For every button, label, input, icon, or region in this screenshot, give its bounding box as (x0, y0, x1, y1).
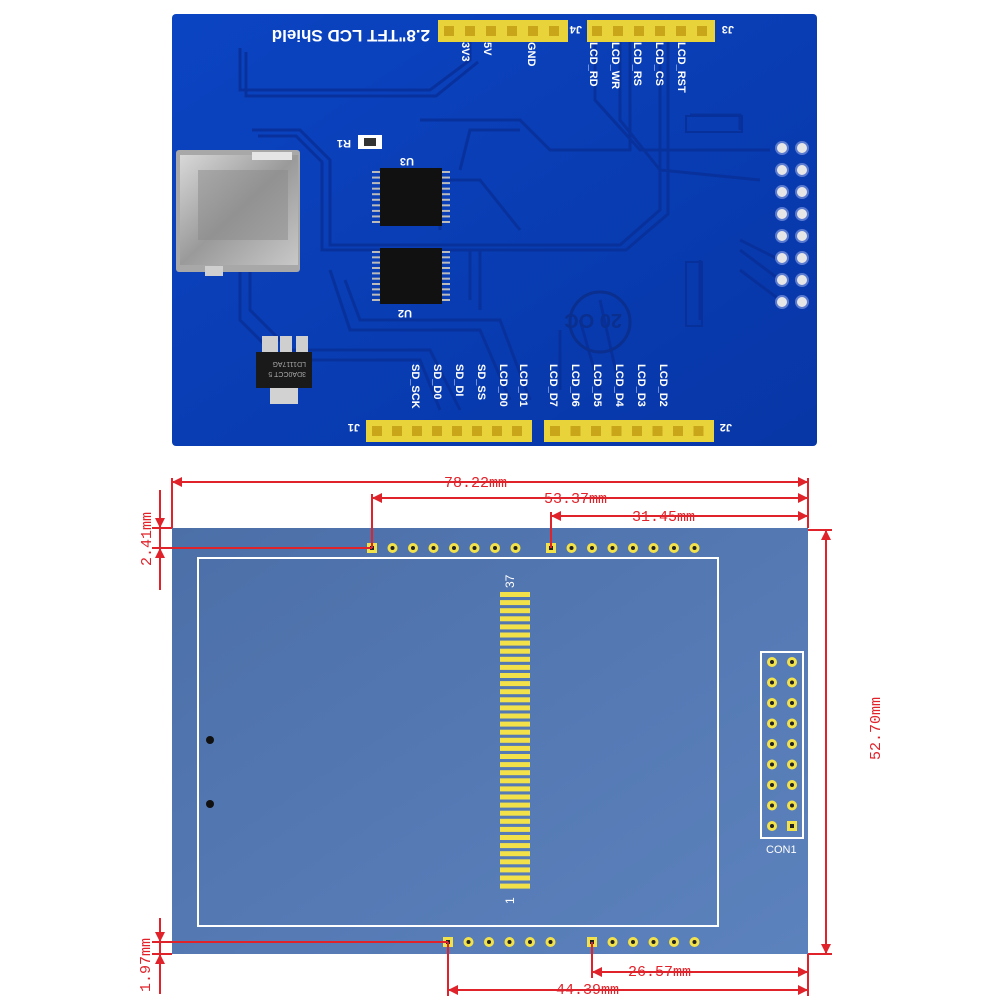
board-title: 2.8"TFT LCD Shield (272, 26, 430, 45)
dim-bottom-right-span: 26.57mm (628, 964, 691, 981)
pin-label-lcd_d1: LCD_D1 (517, 364, 529, 407)
dimension-lines (152, 478, 832, 996)
j3-label: J3 (722, 23, 734, 35)
header-j3 (587, 20, 715, 42)
pin-label-lcd_wr: LCD_WR (609, 42, 621, 89)
icsp-pin-holes (775, 141, 809, 309)
chip-u2 (372, 248, 450, 304)
pin-label-lcd_d0: LCD_D0 (497, 364, 509, 407)
u3-label: U3 (400, 155, 414, 167)
dim-right-header-span: 31.45mm (632, 509, 695, 526)
pin-label-lcd_d7: LCD_D7 (547, 364, 559, 407)
chip-u3 (372, 168, 450, 226)
fpc-pin-37-label: 37 (503, 574, 517, 588)
pin-label-lcd_rd: LCD_RD (587, 42, 599, 87)
dim-bottom-span: 44.39mm (556, 982, 619, 999)
top-pcb-board (172, 14, 817, 446)
pad-outline (685, 115, 743, 133)
sd-pin-labels: SD_SCK SD_D0 SD_DI SD_SS (409, 364, 487, 409)
fpc-connector (500, 592, 530, 889)
j1-label: J1 (348, 421, 360, 433)
pin-label-sd_sck: SD_SCK (409, 364, 421, 409)
dim-height: 52.70mm (868, 697, 885, 760)
bottom-board (172, 528, 808, 954)
lcd-data-pin-labels-j1: LCD_D0 LCD_D1 (497, 364, 529, 407)
pin-label-lcd_d2: LCD_D2 (657, 364, 669, 407)
u2-label: U2 (398, 307, 412, 319)
pin-label-lcd_d3: LCD_D3 (635, 364, 647, 407)
header-j4 (438, 20, 568, 42)
pin-label-lcd_d6: LCD_D6 (569, 364, 581, 407)
pin-label-lcd_rs: LCD_RS (631, 42, 643, 86)
qc-stamp-text: 20 OC (564, 309, 622, 331)
voltage-regulator (256, 336, 312, 404)
lcd-control-pin-labels: LCD_RD LCD_WR LCD_RS LCD_CS LCD_RST (587, 42, 687, 93)
qc-stamp: 20 OC (564, 290, 632, 354)
pad-outline-2 (685, 261, 703, 327)
bottom-board-drawing: 37 1 CON1 (172, 528, 808, 954)
j4-label: J4 (569, 23, 582, 35)
fpc-pin-1-label: 1 (503, 897, 517, 904)
con1-label: CON1 (766, 844, 797, 856)
power-pin-labels: 3V3 5V GND (459, 42, 537, 67)
r1-label: R1 (337, 137, 351, 149)
header-j2 (544, 420, 714, 442)
con1-connector (760, 651, 804, 839)
sd-card-socket (176, 150, 300, 276)
pin-label-lcd_rst: LCD_RST (675, 42, 687, 93)
pin-label-5v: 5V (481, 42, 493, 56)
j2-label: J2 (720, 421, 732, 433)
mount-dot-1 (206, 736, 214, 744)
pin-label-lcd_d4: LCD_D4 (613, 364, 625, 408)
dim-bottom-offset: 1.97mm (138, 938, 155, 992)
dimension-arrows (155, 477, 831, 995)
mount-dot-2 (206, 800, 214, 808)
top-pcb-photo: 2.8"TFT LCD Shield J4 J3 3V3 5V GND LCD_RD… (172, 14, 817, 446)
pin-label-lcd_d5: LCD_D5 (591, 364, 603, 407)
lcd-outline (197, 557, 719, 927)
dim-top-offset: 2.41mm (139, 512, 156, 566)
dim-overall-width: 78.22mm (444, 475, 507, 492)
dim-header-span: 53.37mm (544, 491, 607, 508)
resistor-r1 (358, 135, 382, 149)
regulator-marking-1: LD1117AG (272, 360, 306, 367)
pin-label-sd_ss: SD_SS (475, 364, 487, 400)
lcd-data-pin-labels-j2: LCD_D7 LCD_D6 LCD_D5 LCD_D4 LCD_D3 LCD_D2 (547, 364, 669, 408)
pin-label-gnd: GND (525, 42, 537, 67)
regulator-marking-2: 3DA0CCT 5 (268, 370, 306, 377)
pin-label-3v3: 3V3 (459, 42, 471, 62)
pin-label-sd_d0: SD_D0 (431, 364, 443, 399)
header-j1 (366, 420, 532, 442)
top-pad-row-right (546, 543, 700, 553)
pin-label-sd_di: SD_DI (453, 364, 465, 396)
pin-label-lcd_cs: LCD_CS (653, 42, 665, 86)
